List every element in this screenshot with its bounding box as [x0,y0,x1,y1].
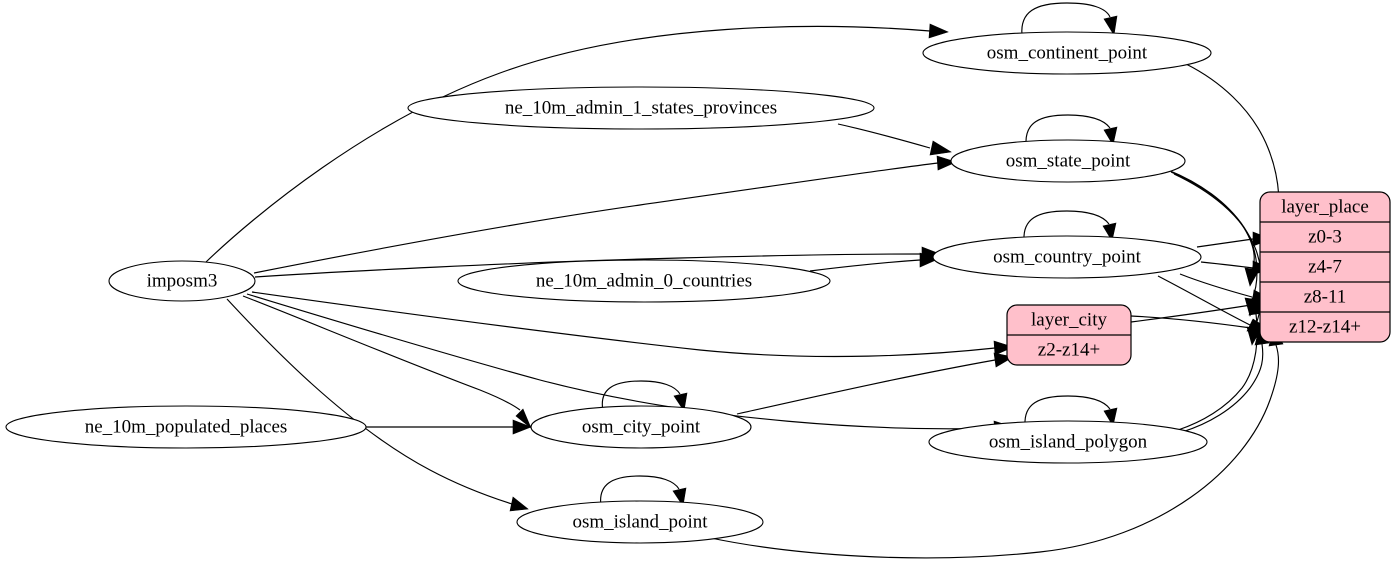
edge-layer [205,2,1284,559]
edge-osm_state_point-to-layer_place-z4-7 [1167,169,1260,287]
edge-ne_states-to-osm_state_point [837,123,952,156]
edge-imposm3-to-osm_continent_point [205,23,949,263]
layer-nodes: layer_place z0-3 z4-7 z8-11 z12-z14+ lay… [1006,191,1391,366]
node-layer_place[interactable]: layer_place z0-3 z4-7 z8-11 z12-z14+ [1259,191,1391,343]
edge-imposm3-to-osm_city_point [242,295,532,429]
self-loop-osm_state_point [1025,114,1118,146]
node-label: osm_state_point [1006,150,1131,171]
self-loop-osm_island_polygon [1024,395,1118,427]
layer_place-row-z0-3[interactable]: z0-3 [1308,226,1342,247]
node-label: ne_10m_admin_0_countries [536,270,752,291]
node-ne_10m_admin_0_countries[interactable]: ne_10m_admin_0_countries [457,259,831,303]
node-label: ne_10m_populated_places [85,416,288,437]
node-label: osm_continent_point [987,42,1148,63]
edge-osm_city_point-to-layer_city-z2-z14 [736,352,1014,415]
layer_city-row-z2-z14[interactable]: z2-z14+ [1038,339,1100,360]
layer_place-row-z4-7[interactable]: z4-7 [1308,256,1342,277]
edge-imposm3-to-osm_state_point [253,155,957,274]
self-loop-osm_continent_point [1021,2,1118,36]
layer_place-row-z12-z14[interactable]: z12-z14+ [1289,316,1361,337]
edge-imposm3-to-osm_island_point [226,298,529,512]
node-ne_10m_admin_1_states_provinces[interactable]: ne_10m_admin_1_states_provinces [407,86,875,130]
node-osm_island_point[interactable]: osm_island_point [516,500,764,544]
node-layer_city[interactable]: layer_city z2-z14+ [1006,304,1132,366]
node-osm_city_point[interactable]: osm_city_point [530,405,752,449]
layer_place-header: layer_place [1281,196,1369,217]
node-label: osm_island_point [572,511,708,532]
table-nodes: osm_continent_point osm_state_point osm_… [516,31,1212,544]
layer_place-row-z8-11[interactable]: z8-11 [1304,286,1347,307]
self-loop-osm_city_point [601,380,688,412]
edge-imposm3-to-layer_city-z2-z14 [251,291,1014,358]
node-osm_state_point[interactable]: osm_state_point [950,139,1186,183]
self-loop-osm_country_point [1023,210,1117,242]
node-label: ne_10m_admin_1_states_provinces [505,97,777,118]
node-imposm3[interactable]: imposm3 [108,260,256,302]
source-nodes: imposm3 ne_10m_admin_1_states_provinces … [5,86,875,449]
edge-osm_island_polygon-to-layer_place-z12-z14 [1181,325,1270,433]
node-label: imposm3 [147,270,218,291]
layer_city-header: layer_city [1031,309,1107,330]
node-osm_continent_point[interactable]: osm_continent_point [922,31,1212,75]
node-label: osm_city_point [582,416,701,437]
node-osm_island_polygon[interactable]: osm_island_polygon [928,420,1208,464]
self-loop-osm_island_point [600,475,687,507]
node-osm_country_point[interactable]: osm_country_point [932,235,1202,279]
edge-ne_places-to-osm_city_point [366,419,532,435]
node-label: osm_island_polygon [989,431,1148,452]
node-ne_10m_populated_places[interactable]: ne_10m_populated_places [5,405,367,449]
node-label: osm_country_point [993,246,1141,267]
edge-ne_countries-to-osm_country_point [809,252,939,272]
